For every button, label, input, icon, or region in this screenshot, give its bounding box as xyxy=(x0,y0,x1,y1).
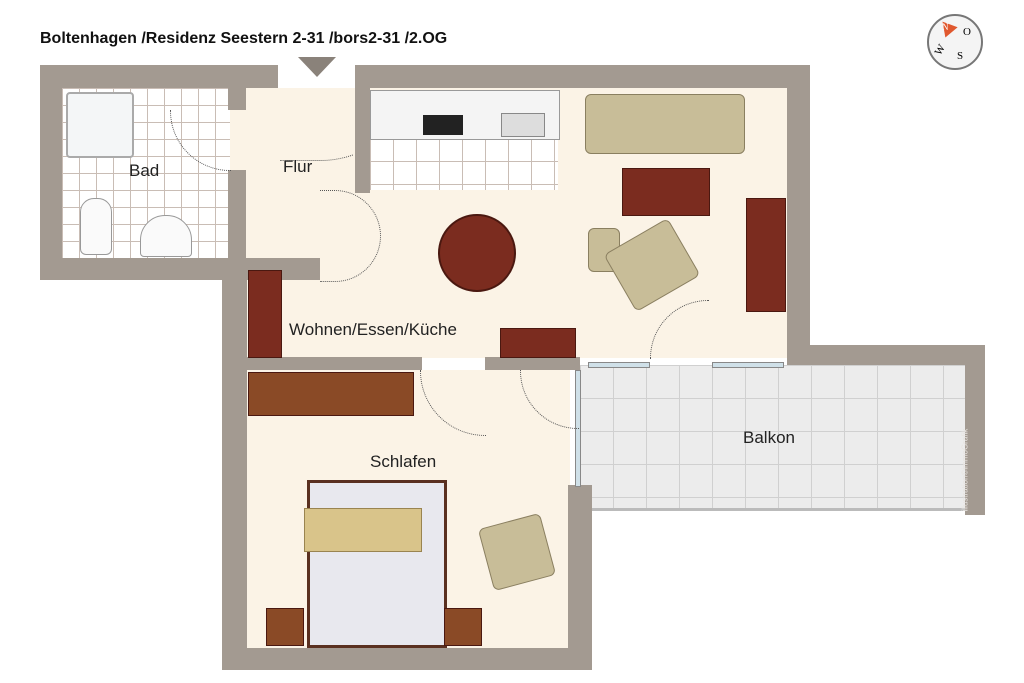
door-swing xyxy=(280,88,353,161)
sofa xyxy=(585,94,745,154)
wall xyxy=(222,648,592,670)
shower-tray xyxy=(66,92,134,158)
bed xyxy=(304,480,447,648)
wall xyxy=(228,88,246,110)
wall xyxy=(965,345,985,515)
kitchen-floor xyxy=(370,138,558,190)
nightstand xyxy=(444,608,482,646)
wall xyxy=(247,357,422,370)
balcony-floor xyxy=(580,365,965,510)
compass-icon: N O S W xyxy=(927,14,983,70)
dining-table xyxy=(438,214,516,292)
stove xyxy=(501,113,545,137)
watermark: illustration©immoGrafik xyxy=(960,428,970,512)
wall xyxy=(787,345,985,365)
sink xyxy=(140,215,192,257)
wall xyxy=(787,65,810,365)
room-label-schlafen: Schlafen xyxy=(370,452,437,471)
entrance-arrow-icon xyxy=(298,57,336,77)
blanket xyxy=(304,508,422,552)
kitchen-counter xyxy=(370,90,560,140)
room-label-wohnen: Wohnen/Essen/Küche xyxy=(289,320,457,339)
compass-n: N xyxy=(942,22,949,32)
wall xyxy=(40,65,62,280)
wall xyxy=(40,65,278,88)
compass-w: W xyxy=(932,42,948,58)
wall xyxy=(228,170,246,270)
tv-sideboard xyxy=(746,198,786,312)
wall xyxy=(355,88,370,193)
sink xyxy=(423,115,463,135)
wardrobe xyxy=(248,372,414,416)
plan-title: Boltenhagen /Residenz Seestern 2-31 /bor… xyxy=(40,30,448,47)
wall xyxy=(568,485,592,670)
window xyxy=(712,362,784,368)
wall xyxy=(222,260,247,670)
compass-o: O xyxy=(963,26,971,38)
nightstand xyxy=(266,608,304,646)
compass-s: S xyxy=(957,50,964,62)
wardrobe xyxy=(248,270,282,358)
sideboard xyxy=(500,328,576,358)
room-label-balkon: Balkon xyxy=(743,428,795,447)
wall xyxy=(355,65,810,88)
room-label-bad: Bad xyxy=(129,161,160,180)
coffee-table xyxy=(622,168,710,216)
balcony-railing xyxy=(592,508,965,511)
wall xyxy=(485,357,580,370)
window xyxy=(588,362,650,368)
room-label-flur: Flur xyxy=(283,157,313,176)
toilet xyxy=(80,198,112,255)
